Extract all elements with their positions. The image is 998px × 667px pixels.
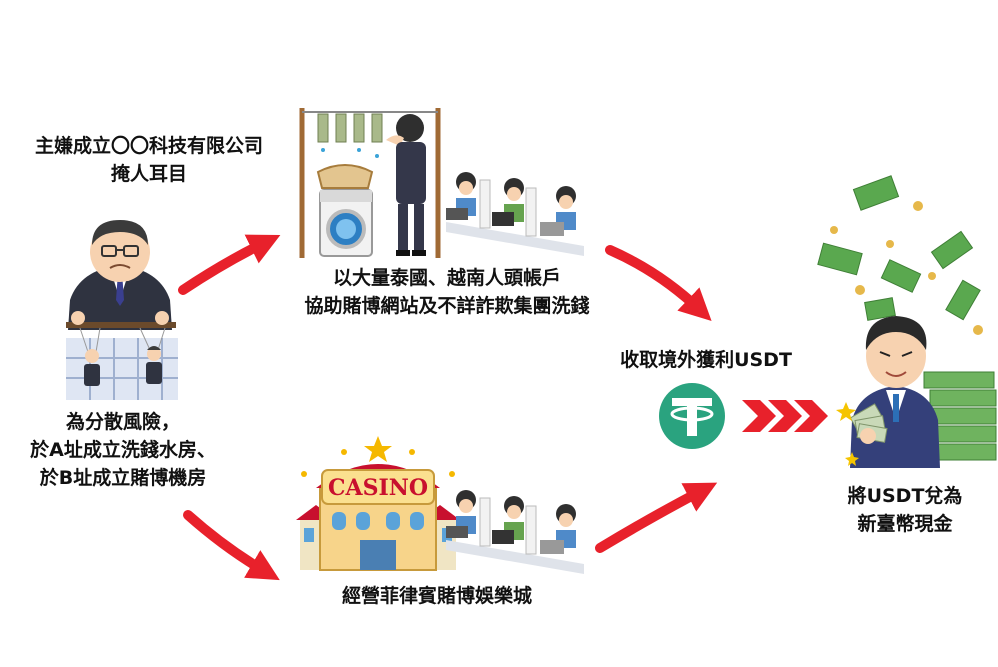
conversion-chevrons [742,400,828,432]
risk-dispersal-line1: 為分散風險， [65,411,180,433]
risk-dispersal-line3: 於B址成立賭博機房 [39,467,207,489]
money-man-illustration [817,175,997,468]
casino-label: 經營菲律賓賭博娛樂城 [282,582,592,610]
risk-dispersal-label: 為分散風險， 於A址成立洗錢水房、 於B址成立賭博機房 [0,408,246,492]
cash-conversion-line2: 新臺幣現金 [857,513,953,535]
casino-sign: CASINO [328,475,428,501]
laundering-line2: 協助賭博網站及不詳詐欺集團洗錢 [304,295,590,317]
arrow-casino-to-usdt [595,482,718,553]
cash-conversion-line1: 將USDT兌為 [847,485,963,507]
casino-label-text: 經營菲律賓賭博娛樂城 [341,585,532,607]
usdt-income-text: 收取境外獲利USDT [620,349,792,371]
usdt-income-label: 收取境外獲利USDT [586,346,826,374]
risk-dispersal-line2: 於A址成立洗錢水房、 [30,439,216,461]
arrow-laundering-to-usdt [605,245,712,322]
company-front-line1: 主嫌成立〇〇科技有限公司 [34,135,263,157]
tether-usdt-icon [659,383,725,449]
company-front-label: 主嫌成立〇〇科技有限公司 掩人耳目 [0,132,298,188]
laundering-label: 以大量泰國、越南人頭帳戶 協助賭博網站及不詳詐欺集團洗錢 [282,264,612,320]
casino-illustration: CASINO [296,436,584,574]
laundering-line1: 以大量泰國、越南人頭帳戶 [332,267,561,289]
boss-puppeteer-illustration [66,220,178,400]
company-front-line2: 掩人耳目 [110,163,187,185]
cash-conversion-label: 將USDT兌為 新臺幣現金 [812,482,998,538]
arrow-boss-to-casino [183,510,280,581]
money-laundering-illustration [299,108,584,258]
arrow-boss-to-laundering [178,234,281,295]
